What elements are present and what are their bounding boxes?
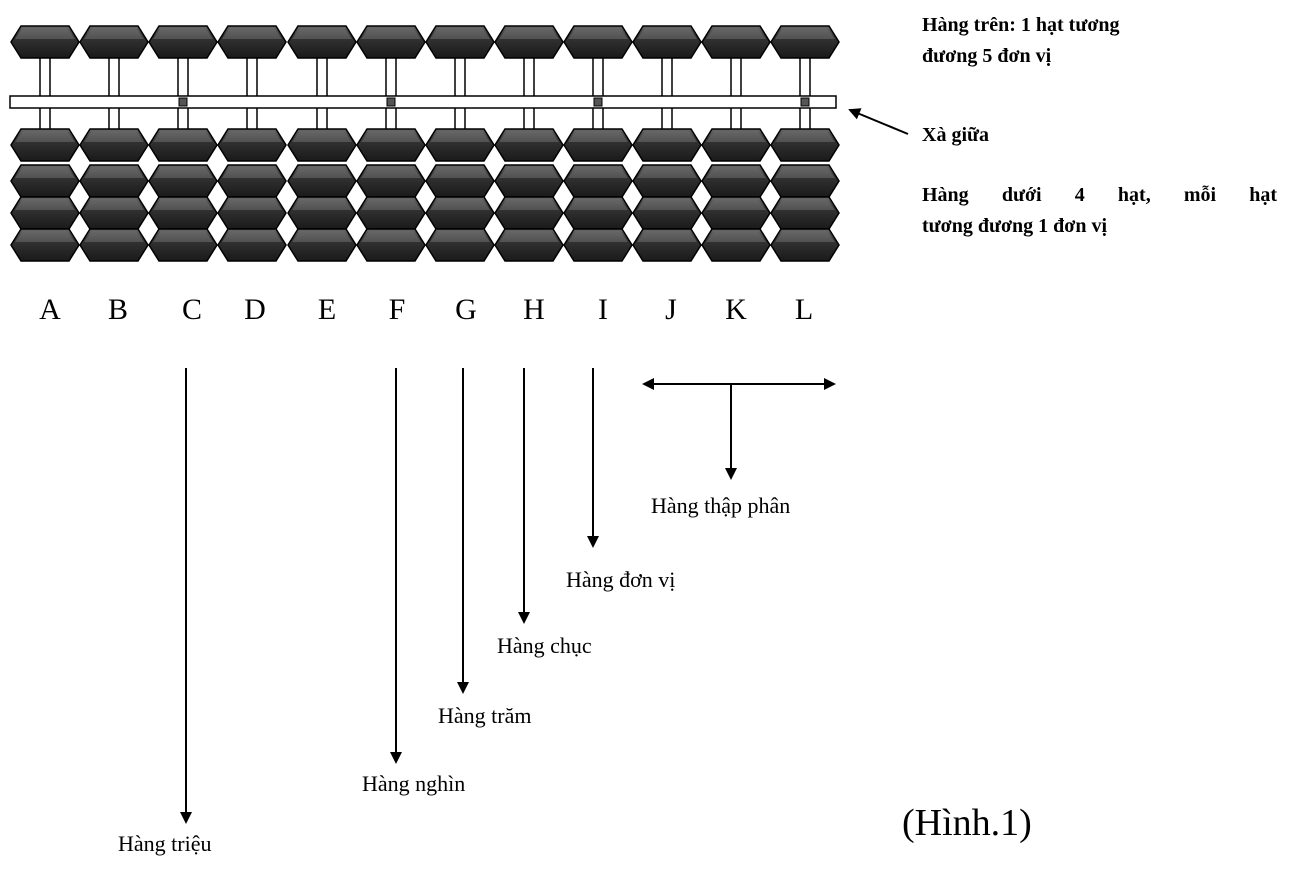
upper-bead-note-line2: đương 5 đơn vị [922,45,1052,67]
upper-bead-g-highlight [430,28,490,39]
lower-bead-b-4-highlight [84,231,144,242]
beam-dot-l [800,97,810,107]
lower-bead-g-4-highlight [430,231,490,242]
lower-bead-b-3-highlight [84,199,144,210]
lower-bead-h-1-highlight [499,131,559,142]
lower-bead-j-3-highlight [637,199,697,210]
upper-bead-a-highlight [15,28,75,39]
upper-bead-j-highlight [637,28,697,39]
lower-bead-i-1-highlight [568,131,628,142]
lower-bead-c-1-highlight [153,131,213,142]
lower-bead-e-2-highlight [292,167,352,178]
figure-caption: (Hình.1) [902,802,1032,844]
lower-bead-k-2-highlight [706,167,766,178]
upper-bead-c-highlight [153,28,213,39]
lower-bead-k-3-highlight [706,199,766,210]
lower-bead-f-2-highlight [361,167,421,178]
label-unit: Hàng đơn vị [566,567,676,592]
lower-bead-c-2-highlight [153,167,213,178]
lower-bead-a-1-highlight [15,131,75,142]
beam-pointer-arrow [848,108,909,135]
label-thousand: Hàng nghìn [362,771,466,796]
lower-bead-k-1-highlight [706,131,766,142]
lower-bead-j-2-highlight [637,167,697,178]
column-label-e: E [317,293,337,326]
lower-bead-l-4-highlight [775,231,835,242]
upper-bead-i-highlight [568,28,628,39]
beam-dot-i [593,97,603,107]
lower-bead-g-1-highlight [430,131,490,142]
beam-dot-f [386,97,396,107]
upper-bead-note-line1: Hàng trên: 1 hạt tương [922,14,1120,36]
lower-bead-e-3-highlight [292,199,352,210]
lower-bead-i-4-highlight [568,231,628,242]
lower-bead-j-4-highlight [637,231,697,242]
lower-bead-l-3-highlight [775,199,835,210]
abacus-middle-beam [9,95,837,109]
lower-bead-i-3-highlight [568,199,628,210]
lower-bead-note-line1: Hàng dưới 4 hạt, mỗi hạt [922,184,1277,206]
lower-bead-c-4-highlight [153,231,213,242]
upper-bead-l-highlight [775,28,835,39]
lower-bead-note-line2: tương đương 1 đơn vị [922,215,1108,237]
lower-bead-f-3-highlight [361,199,421,210]
lower-bead-a-3-highlight [15,199,75,210]
lower-bead-g-2-highlight [430,167,490,178]
lower-bead-note: Hàng dưới 4 hạt, mỗi hạt tương đương 1 đ… [922,180,1277,242]
lower-bead-a-4-highlight [15,231,75,242]
upper-bead-f-highlight [361,28,421,39]
label-decimal: Hàng thập phân [651,493,791,518]
lower-bead-f-4-highlight [361,231,421,242]
upper-bead-b-highlight [84,28,144,39]
lower-bead-h-2-highlight [499,167,559,178]
upper-bead-k-highlight [706,28,766,39]
abacus-beads [10,25,840,262]
beam-dot-c [178,97,188,107]
upper-bead-note: Hàng trên: 1 hạt tương đương 5 đơn vị [922,10,1252,72]
lower-bead-h-4-highlight [499,231,559,242]
lower-bead-a-2-highlight [15,167,75,178]
column-label-b: B [107,293,128,326]
column-label-a: A [39,293,61,326]
lower-bead-d-4-highlight [222,231,282,242]
lower-bead-i-2-highlight [568,167,628,178]
label-ten: Hàng chục [497,633,592,658]
column-label-f: F [388,293,406,326]
lower-bead-d-2-highlight [222,167,282,178]
lower-bead-k-4-highlight [706,231,766,242]
lower-bead-j-1-highlight [637,131,697,142]
lower-bead-f-1-highlight [361,131,421,142]
column-label-k: K [725,293,747,326]
lower-bead-h-3-highlight [499,199,559,210]
lower-bead-c-3-highlight [153,199,213,210]
lower-bead-g-3-highlight [430,199,490,210]
lower-bead-b-2-highlight [84,167,144,178]
column-label-g: G [455,293,477,326]
lower-bead-l-1-highlight [775,131,835,142]
column-label-j: J [665,293,677,326]
beam-dots [178,97,810,107]
upper-bead-h-highlight [499,28,559,39]
column-label-d: D [244,293,266,326]
label-hundred: Hàng trăm [438,703,532,728]
column-label-i: I [598,293,608,326]
lower-bead-d-1-highlight [222,131,282,142]
upper-bead-e-highlight [292,28,352,39]
lower-bead-e-4-highlight [292,231,352,242]
upper-bead-d-highlight [222,28,282,39]
label-million: Hàng triệu [118,831,212,856]
lower-bead-l-2-highlight [775,167,835,178]
lower-bead-e-1-highlight [292,131,352,142]
beam-note: Xà giữa [922,124,990,146]
column-label-l: L [794,293,814,326]
lower-bead-b-1-highlight [84,131,144,142]
column-label-c: C [181,293,202,326]
column-label-h: H [523,293,545,326]
lower-bead-d-3-highlight [222,199,282,210]
